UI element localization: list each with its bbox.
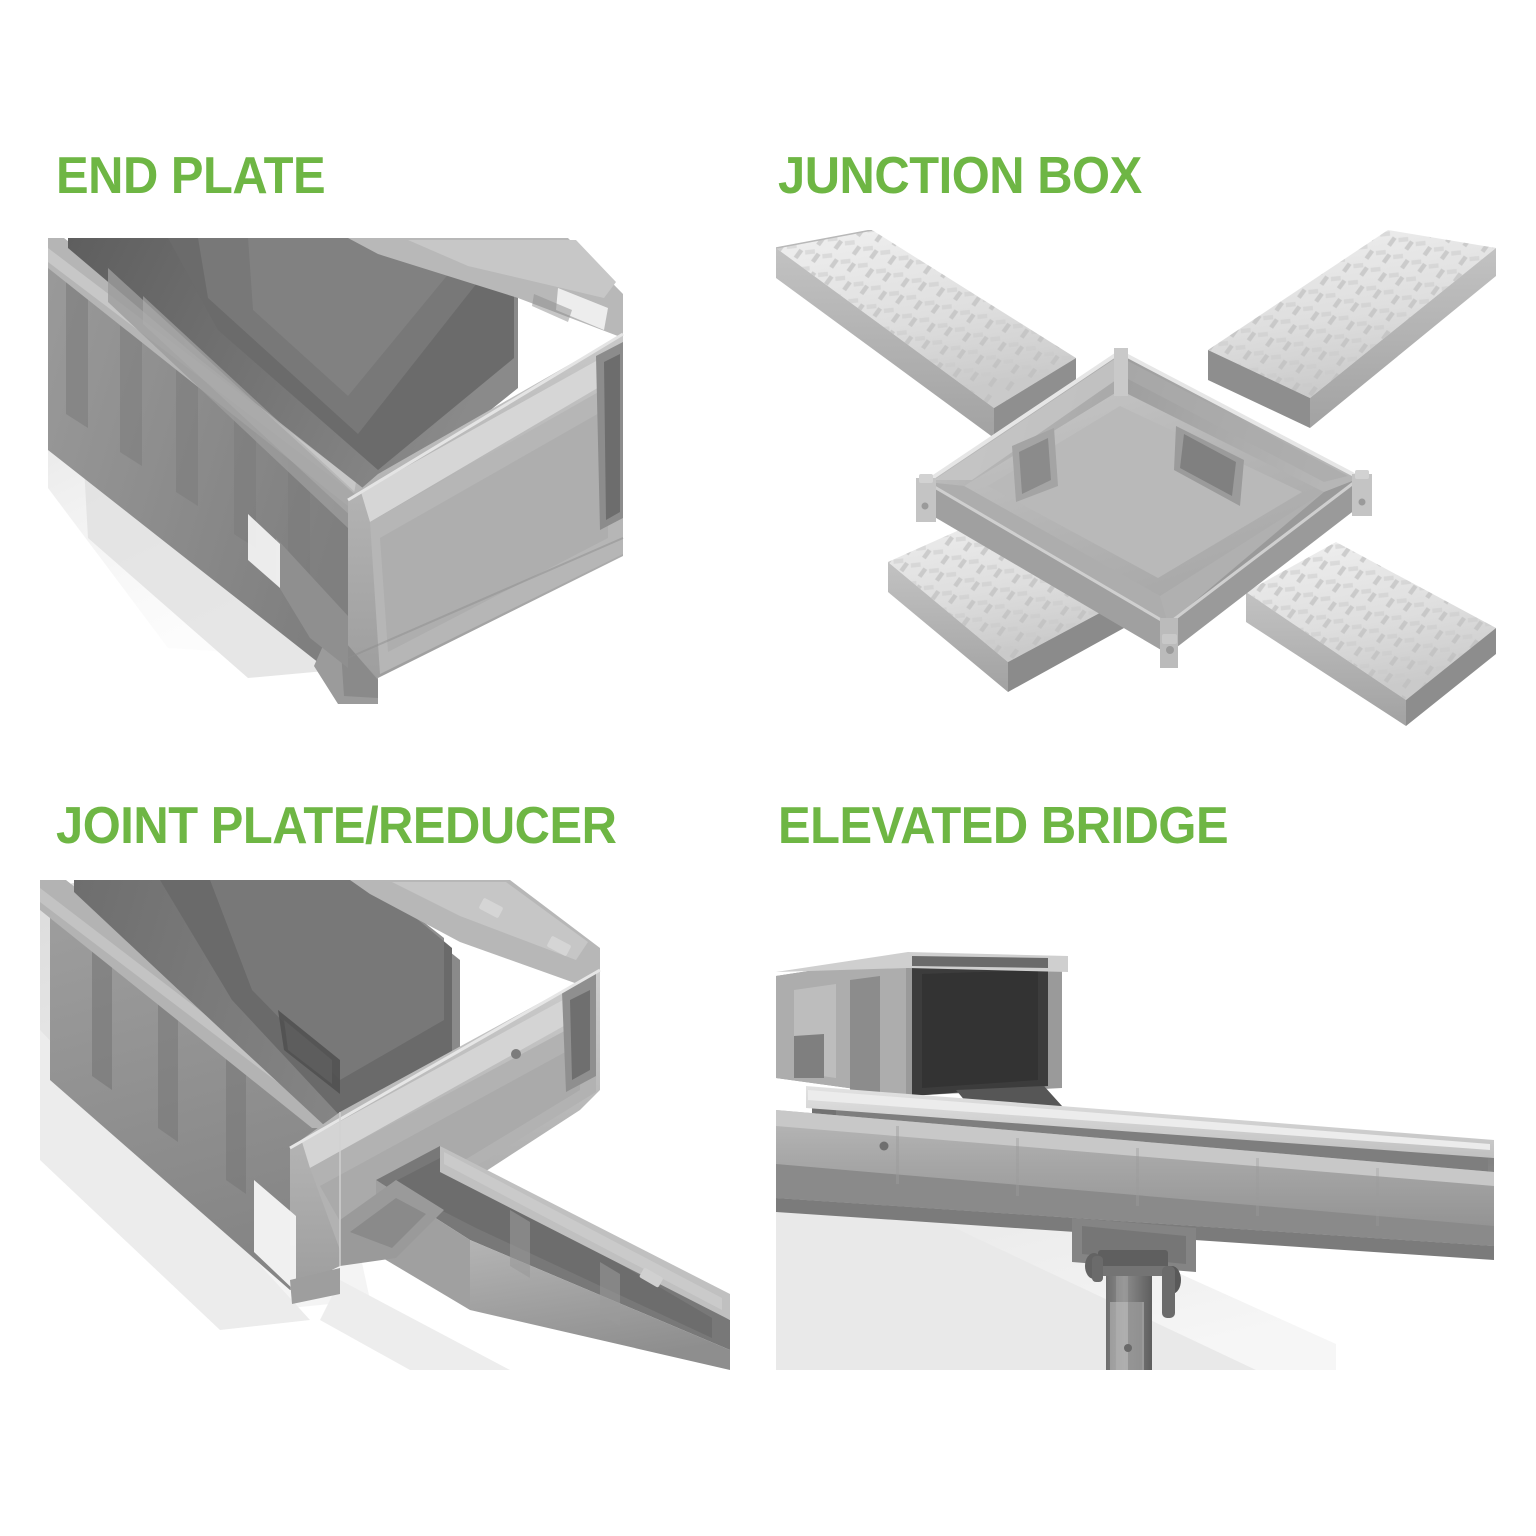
product-title-end-plate: END PLATE bbox=[56, 147, 326, 205]
product-cell-elevated-bridge: ELEVATED BRIDGE bbox=[768, 800, 1536, 1420]
product-cell-end-plate: END PLATE bbox=[0, 150, 768, 770]
product-cell-joint-plate: JOINT PLATE/REDUCER bbox=[0, 800, 768, 1420]
product-title-joint-plate: JOINT PLATE/REDUCER bbox=[56, 797, 617, 855]
product-photo-elevated-bridge bbox=[776, 952, 1494, 1370]
product-photo-end-plate bbox=[48, 238, 624, 704]
product-photo-junction-box bbox=[776, 230, 1496, 726]
product-title-junction-box: JUNCTION BOX bbox=[778, 147, 1142, 205]
product-title-elevated-bridge: ELEVATED BRIDGE bbox=[778, 797, 1229, 855]
product-cell-junction-box: JUNCTION BOX bbox=[768, 150, 1536, 770]
product-photo-joint-plate bbox=[40, 880, 730, 1370]
